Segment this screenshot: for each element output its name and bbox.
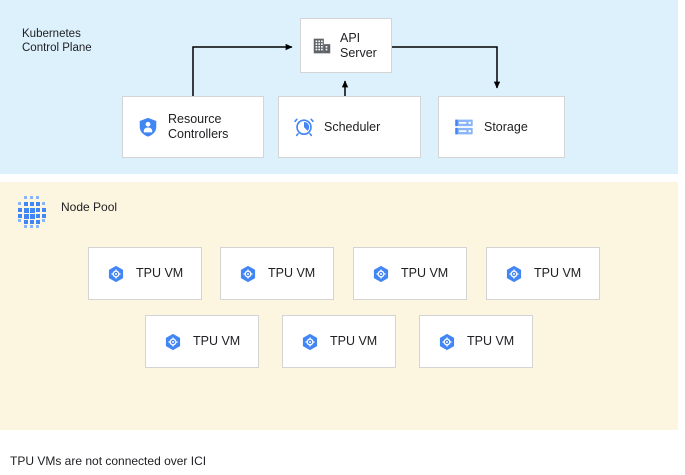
tpu-hexagon-icon [302, 333, 318, 350]
tpu-vm-card[interactable]: TPU VM [88, 247, 202, 300]
node-storage-label: Storage [484, 119, 528, 134]
node-scheduler-label: Scheduler [324, 119, 381, 134]
tpu-vm-label: TPU VM [401, 266, 449, 280]
tpu-hexagon-icon [439, 333, 455, 350]
tpu-vm-label: TPU VM [136, 266, 184, 280]
tpu-vm-card[interactable]: TPU VM [353, 247, 467, 300]
tpu-hexagon-icon [506, 265, 522, 282]
node-resource-controllers[interactable]: Resource Controllers [122, 96, 264, 158]
shield-person-icon [139, 117, 157, 137]
node-storage[interactable]: Storage [438, 96, 565, 158]
node-pool-title: Node Pool [61, 200, 118, 214]
cluster-dots-icon [18, 196, 46, 228]
tpu-hexagon-icon [240, 265, 256, 282]
diagram-caption: TPU VMs are not connected over ICI [10, 454, 207, 468]
node-resource-controllers-label: Resource Controllers [168, 112, 229, 141]
node-pool-panel [0, 182, 678, 430]
tpu-vm-card[interactable]: TPU VM [486, 247, 600, 300]
control-plane-title: Kubernetes Control Plane [22, 28, 92, 54]
tpu-hexagon-icon [373, 265, 389, 282]
tpu-vm-card[interactable]: TPU VM [282, 315, 396, 368]
tpu-vm-card[interactable]: TPU VM [220, 247, 334, 300]
node-scheduler[interactable]: Scheduler [278, 96, 421, 158]
tpu-vm-card[interactable]: TPU VM [145, 315, 259, 368]
node-api-server[interactable]: API Server [300, 18, 392, 73]
tpu-vm-label: TPU VM [193, 334, 241, 348]
tpu-hexagon-icon [165, 333, 181, 350]
tpu-vm-card[interactable]: TPU VM [419, 315, 533, 368]
tpu-vm-label: TPU VM [330, 334, 378, 348]
node-api-server-label: API Server [340, 30, 377, 60]
tpu-vm-label: TPU VM [534, 266, 582, 280]
server-rack-icon [455, 119, 473, 135]
tpu-vm-label: TPU VM [467, 334, 515, 348]
tpu-vm-label: TPU VM [268, 266, 316, 280]
tpu-hexagon-icon [108, 265, 124, 282]
alarm-clock-icon [294, 118, 314, 137]
building-icon [313, 38, 331, 53]
